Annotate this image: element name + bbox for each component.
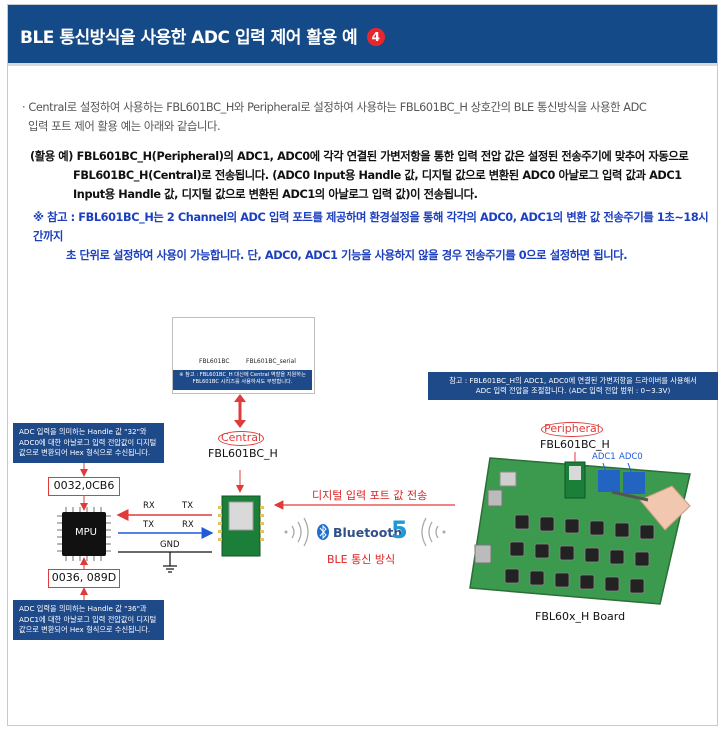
module-label-fbl601bc: FBL601BC — [199, 358, 230, 365]
intro-line-1: · Central로 설정하여 사용하는 FBL601BC_H와 Periphe… — [22, 101, 647, 114]
example-paragraph: (활용 예) FBL601BC_H(Peripheral)의 ADC1, ADC… — [30, 147, 710, 204]
fbl60x-h-board-image — [469, 457, 691, 605]
adjustment-note-line-2: ADC 입력 전압을 조절합니다. (ADC 입력 전압 범위 : 0~3.3V… — [475, 386, 671, 395]
central-module-image — [218, 495, 264, 557]
wireless-waves-left-icon — [284, 517, 309, 547]
top-handle-note: ADC 입력을 의미하는 Handle 값 "32"와 ADC0에 대한 아날로… — [13, 423, 164, 463]
adjustment-note: 참고 : FBL601BC_H의 ADC1, ADC0에 연결된 가변저항을 드… — [428, 372, 718, 400]
adc0-label: ADC0 — [619, 452, 643, 462]
rx-label-left: RX — [143, 501, 155, 511]
intro-paragraph: · Central로 설정하여 사용하는 FBL601BC_H와 Periphe… — [22, 98, 702, 136]
adc1-label: ADC1 — [592, 452, 616, 462]
transfer-label: 디지털 입력 포트 값 전송 — [312, 489, 428, 502]
page-title: BLE 통신방식을 사용한 ADC 입력 제어 활용 예 4 — [20, 23, 385, 48]
hex-value-top: 0032,0CB6 — [48, 477, 120, 496]
bluetooth-version: 5 — [391, 516, 408, 544]
module-link-arrow — [234, 394, 246, 428]
central-tag: Central — [218, 431, 264, 446]
top-handle-note-line-1: ADC 입력을 의미하는 Handle 값 "32"와 — [19, 427, 147, 436]
note-line-2: 초 단위로 설정하여 사용이 가능합니다. 단, ADC0, ADC1 기능을 … — [66, 249, 628, 262]
peripheral-module-name: FBL601BC_H — [540, 438, 610, 451]
page-title-text: BLE 통신방식을 사용한 ADC 입력 제어 활용 예 — [20, 28, 358, 48]
peripheral-tag: Peripheral — [541, 422, 603, 437]
bottom-handle-note-line-2: ADC1에 대한 아날로그 입력 전압값이 디지털 — [19, 614, 157, 624]
tx-label-right: TX — [182, 501, 194, 511]
adc0-pointer-line — [627, 462, 633, 475]
bluetooth-icon — [317, 524, 329, 540]
note-paragraph: ※ 참고 : FBL601BC_H는 2 Channel의 ADC 입력 포트를… — [33, 208, 713, 265]
ground-symbol — [163, 552, 177, 573]
ble-method-label: BLE 통신 방식 — [327, 553, 396, 566]
module-panel-note-line-2: FBL601BC 시리즈를 사용하셔도 무방합니다. — [192, 379, 293, 385]
content-frame — [7, 4, 718, 726]
bottom-handle-note: ADC 입력을 의미하는 Handle 값 "36"과 ADC1에 대한 아날로… — [13, 600, 164, 640]
mpu-chip — [57, 507, 111, 561]
intro-line-2: 입력 포트 제어 활용 예는 아래와 같습니다. — [28, 120, 221, 133]
module-label-fbl601bc-serial: FBL601BC_serial — [246, 358, 296, 365]
rx-label-right: RX — [182, 520, 194, 530]
board-name: FBL60x_H Board — [535, 610, 626, 623]
module-panel-note-line-1: ※ 참고 : FBL601BC_H 대신에 Central 역할을 지원하는 — [179, 372, 306, 378]
top-handle-note-line-2: ADC0에 대한 아날로그 입력 전압값이 디지털 — [19, 437, 157, 447]
section-header: BLE 통신방식을 사용한 ADC 입력 제어 활용 예 4 — [8, 5, 717, 63]
module-panel-note: ※ 참고 : FBL601BC_H 대신에 Central 역할을 지원하는 F… — [173, 370, 312, 390]
example-line-1: (활용 예) FBL601BC_H(Peripheral)의 ADC1, ADC… — [30, 150, 689, 163]
top-handle-note-line-3: 값으로 변환되어 Hex 형식으로 수신됩니다. — [19, 448, 151, 457]
bottom-handle-note-line-3: 값으로 변환되어 Hex 형식으로 수신됩니다. — [19, 625, 151, 634]
adjustment-note-line-1: 참고 : FBL601BC_H의 ADC1, ADC0에 연결된 가변저항을 드… — [449, 376, 697, 385]
hex-value-bottom: 0036, 089D — [48, 569, 120, 588]
central-module-name: FBL601BC_H — [208, 447, 278, 460]
bluetooth-label: Bluetooth — [333, 525, 403, 540]
bottom-handle-note-line-1: ADC 입력을 의미하는 Handle 값 "36"과 — [19, 604, 147, 613]
wireless-waves-right-icon — [421, 517, 446, 547]
note-line-1: ※ 참고 : FBL601BC_H는 2 Channel의 ADC 입력 포트를… — [33, 211, 709, 243]
example-line-3: Input용 Handle 값, 디지털 값으로 변환된 ADC1의 아날로그 … — [73, 188, 478, 201]
tx-label-left: TX — [143, 520, 155, 530]
mpu-label: MPU — [75, 527, 97, 538]
example-line-2: FBL601BC_H(Central)로 전송됩니다. (ADC0 Input용… — [73, 169, 682, 182]
header-divider — [8, 63, 717, 66]
adc1-pointer-line — [602, 462, 607, 473]
gnd-label: GND — [160, 540, 180, 550]
section-number-badge: 4 — [366, 28, 385, 46]
